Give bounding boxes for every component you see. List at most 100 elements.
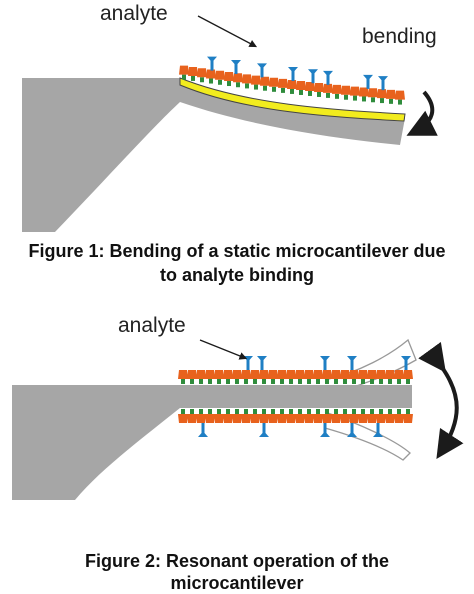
fig2-receptor-layer-top [178, 370, 413, 384]
receptor-stem [208, 379, 212, 384]
receptor-stem [353, 95, 357, 101]
receptor-stem [290, 88, 294, 94]
receptor-head [268, 414, 278, 423]
receptor-stem [199, 409, 203, 414]
analyte-molecule [257, 356, 267, 370]
receptor-stem [361, 409, 365, 414]
receptor-stem [281, 87, 285, 93]
figure1-caption-line1: Figure 1: Bending of a static microcanti… [28, 241, 446, 261]
receptor-head [214, 370, 224, 379]
fig1-analyte-pointer [197, 15, 258, 48]
receptor-head [340, 370, 350, 379]
fig2-analyte-molecules [198, 356, 411, 437]
receptor-stem [209, 78, 213, 84]
receptor-head [331, 414, 341, 423]
receptor-stem [235, 409, 239, 414]
receptor-head [323, 83, 333, 93]
receptor-head [385, 370, 395, 379]
figure2-caption-line1: Figure 2: Resonant operation of the [84, 551, 389, 571]
receptor-stem [406, 379, 410, 384]
receptor-stem [227, 81, 231, 87]
receptor-stem [245, 83, 249, 89]
figure2-caption-line2: microcantilever [170, 573, 304, 593]
analyte-molecule [378, 76, 388, 91]
receptor-stem [398, 99, 402, 105]
fig1-cantilever [22, 78, 405, 232]
receptor-stem [370, 379, 374, 384]
receptor-head [187, 414, 197, 423]
receptor-head [376, 370, 386, 379]
fig2-cantilever [12, 385, 412, 500]
receptor-head [251, 75, 261, 85]
receptor-stem [299, 89, 303, 95]
receptor-head [305, 81, 315, 91]
receptor-stem [307, 409, 311, 414]
receptor-stem [352, 409, 356, 414]
receptor-head [241, 370, 251, 379]
receptor-head [377, 89, 387, 99]
receptor-head [224, 72, 234, 82]
receptor-head [205, 370, 215, 379]
receptor-head [331, 370, 341, 379]
analyte-molecule [259, 423, 269, 437]
receptor-head [367, 370, 377, 379]
receptor-stem [244, 379, 248, 384]
analyte-molecule [320, 423, 330, 437]
receptor-stem [289, 409, 293, 414]
receptor-stem [289, 379, 293, 384]
receptor-head [376, 414, 386, 423]
double-headed-curved-arrow-icon [418, 341, 464, 460]
receptor-head [188, 66, 198, 76]
receptor-stem [217, 379, 221, 384]
receptor-stem [235, 379, 239, 384]
analyte-molecule [323, 70, 333, 85]
analyte-molecule [320, 356, 330, 370]
receptor-head [322, 414, 332, 423]
receptor-stem [272, 86, 276, 92]
analyte-molecule [347, 356, 357, 370]
receptor-stem [317, 91, 321, 97]
receptor-stem [254, 84, 258, 90]
curved-arrow-down-icon [406, 90, 438, 136]
receptor-stem [181, 409, 185, 414]
receptor-stem [244, 409, 248, 414]
receptor-stem [388, 379, 392, 384]
receptor-head [278, 78, 288, 88]
analyte-molecule [231, 59, 241, 74]
receptor-stem [181, 379, 185, 384]
fig2-analyte-pointer [199, 339, 248, 360]
receptor-stem [326, 92, 330, 98]
analyte-molecule [373, 423, 383, 437]
receptor-stem [226, 409, 230, 414]
receptor-head [403, 370, 413, 379]
receptor-head [179, 65, 189, 75]
receptor-stem [389, 98, 393, 104]
receptor-head [259, 414, 269, 423]
receptor-head [250, 414, 260, 423]
receptor-head [196, 370, 206, 379]
receptor-head [287, 79, 297, 89]
fig1-analyte-molecules [207, 56, 388, 91]
fig2-receptor-layer-bottom [178, 409, 413, 423]
receptor-stem [379, 409, 383, 414]
receptor-stem [262, 409, 266, 414]
analyte-molecule [198, 423, 208, 437]
receptor-head [196, 414, 206, 423]
receptor-stem [218, 79, 222, 85]
analyte-molecule [363, 74, 373, 89]
receptor-stem [334, 409, 338, 414]
receptor-stem [190, 379, 194, 384]
receptor-head [233, 73, 243, 83]
receptor-head [314, 82, 324, 92]
receptor-stem [316, 379, 320, 384]
analyte-molecule [347, 423, 357, 437]
receptor-stem [325, 379, 329, 384]
receptor-stem [208, 409, 212, 414]
receptor-head [295, 370, 305, 379]
receptor-head [341, 85, 351, 95]
fig2-analyte-label: analyte [118, 314, 186, 337]
receptor-stem [191, 75, 195, 81]
receptor-stem [370, 409, 374, 414]
analyte-molecule [401, 356, 411, 370]
